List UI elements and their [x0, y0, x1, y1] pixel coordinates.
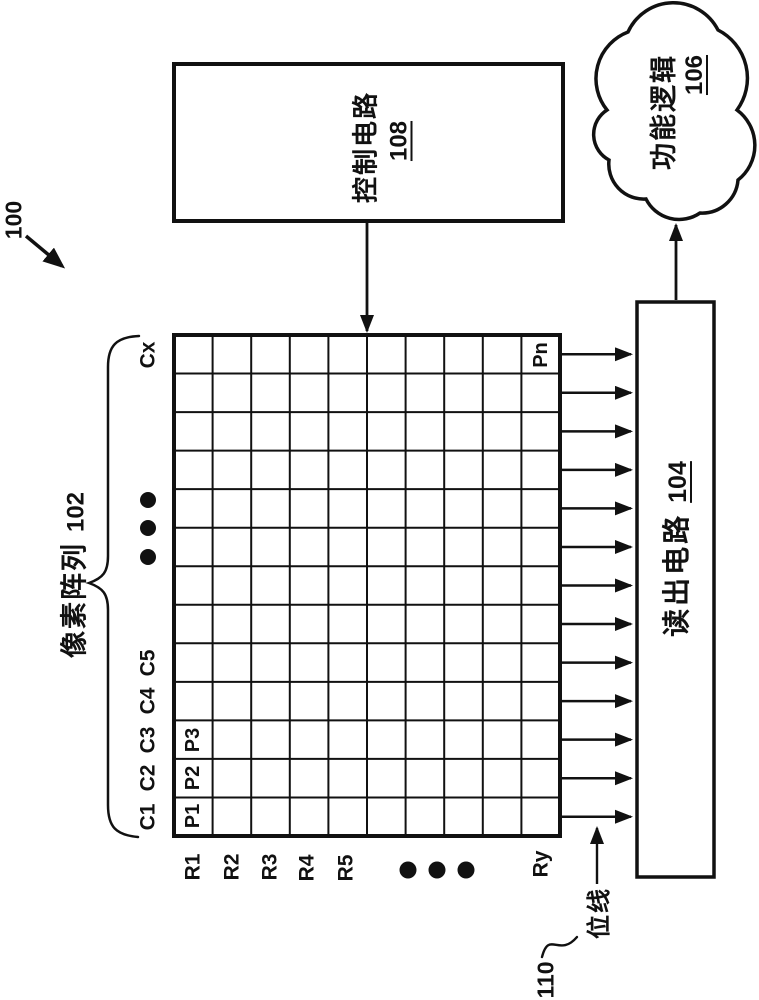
column-ellipsis-dot: [140, 520, 156, 536]
control-circuit-ref: 108: [385, 120, 413, 162]
row-label-r4: R4: [295, 854, 319, 882]
control-circuit-label: 控制电路: [350, 90, 381, 204]
row-ellipsis-dot: [399, 861, 417, 879]
col-label-c4: C4: [136, 687, 160, 715]
pixel-array-grid-lines: [174, 335, 560, 836]
row-label-ry: Ry: [529, 850, 553, 878]
function-logic-ref: 106: [681, 54, 708, 96]
row-ellipsis-dot: [428, 861, 446, 879]
pixel-label-p3: P3: [182, 727, 204, 753]
control-circuit-box: [172, 62, 565, 223]
row-label-r5: R5: [334, 854, 358, 882]
readout-circuit-box: [635, 300, 716, 879]
row-ellipsis-dot: [457, 861, 475, 879]
pixel-label-pn: Pn: [530, 342, 552, 368]
pixel-label-p2: P2: [182, 765, 204, 791]
pixel-label-p1: P1: [182, 803, 204, 829]
bitline-arrows: [562, 347, 633, 824]
col-label-c2: C2: [136, 764, 160, 792]
row-label-r1: R1: [181, 853, 205, 881]
function-logic-cloud: [591, 1, 757, 222]
readout-circuit-ref: 104: [664, 461, 692, 503]
col-label-c5: C5: [136, 649, 160, 677]
function-logic-label: 功能逻辑: [649, 54, 679, 170]
row-label-r2: R2: [220, 853, 244, 881]
column-ellipsis-dot: [140, 492, 156, 508]
col-label-c3: C3: [136, 726, 160, 754]
pixel-array-brace: [85, 334, 141, 839]
readout-circuit-title: 读出电路 104: [661, 461, 692, 637]
column-ellipsis-dot: [140, 549, 156, 565]
col-label-cx: Cx: [136, 341, 160, 369]
figure-ref-arrow: [24, 234, 66, 269]
bitline-label: 位线: [586, 887, 613, 939]
pixel-array-ref: 102: [62, 491, 90, 533]
function-logic-title: 功能逻辑 106: [649, 54, 708, 170]
row-label-r3: R3: [258, 853, 282, 881]
pixel-array-title: 像素阵列 102: [59, 491, 90, 659]
bitline-ref: 110: [532, 961, 559, 999]
ref-squiggle: [540, 935, 579, 959]
pixel-array-label: 像素阵列: [59, 542, 90, 659]
control-circuit-title: 控制电路 108: [350, 90, 413, 204]
readout-circuit-label: 读出电路: [661, 512, 692, 637]
col-label-c1: C1: [136, 803, 160, 831]
figure-ref-label: 100: [0, 200, 27, 240]
